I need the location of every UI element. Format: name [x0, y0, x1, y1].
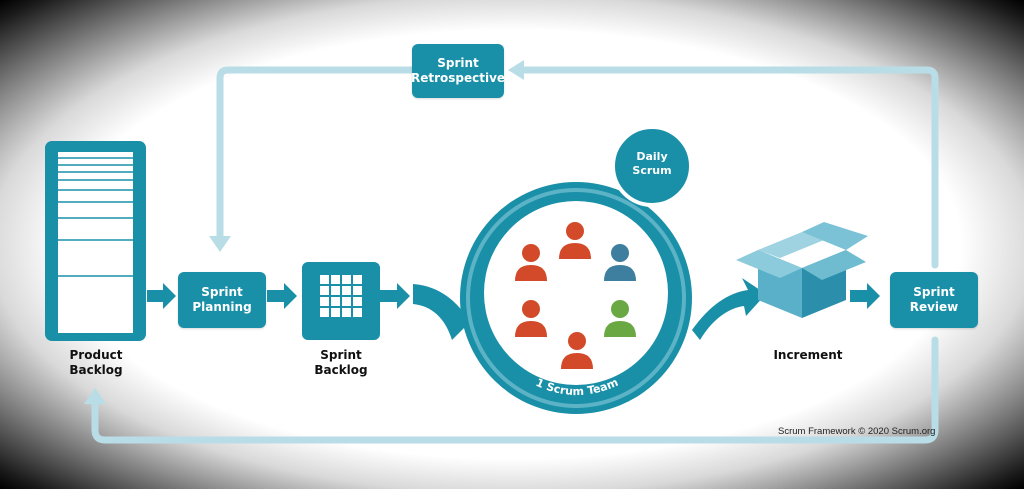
increment-label: Increment: [773, 348, 843, 362]
sprint-cycle: [460, 182, 692, 414]
copyright-credit: Scrum Framework © 2020 Scrum.org: [778, 426, 936, 437]
increment-box-icon: [736, 222, 868, 318]
arrow-to-retrospective: [508, 60, 524, 80]
person-icon: [559, 222, 591, 259]
arrow-to-product-backlog: [84, 388, 106, 404]
feedback-loop: [91, 66, 939, 444]
sprint-backlog-label: Sprint Backlog: [314, 348, 368, 377]
person-icon: [515, 300, 547, 337]
arrow-increment-to-review: [850, 283, 880, 309]
team-members: [515, 222, 636, 369]
person-icon: [561, 332, 593, 369]
product-backlog-label: Product Backlog: [69, 348, 123, 377]
arrow-sprint-backlog-to-sprint: [380, 283, 410, 309]
arrow-planning-to-sprint-backlog: [267, 283, 297, 309]
daily-scrum-label: Daily Scrum: [632, 150, 672, 177]
person-icon: [604, 244, 636, 281]
person-icon: [515, 244, 547, 281]
sprint-backlog-icon: [302, 262, 380, 340]
daily-scrum-bubble: [611, 125, 693, 207]
arrow-to-planning: [209, 236, 231, 252]
arrow-backlog-to-planning: [147, 283, 176, 309]
person-icon: [604, 300, 636, 337]
sprint-review-box[interactable]: Sprint Review: [890, 272, 978, 328]
sprint-entry-swoosh: [413, 284, 470, 340]
product-backlog-icon: [45, 141, 146, 341]
sprint-exit-swoosh: [692, 278, 766, 340]
sprint-retrospective-box[interactable]: Sprint Retrospective: [411, 44, 505, 98]
sprint-planning-box[interactable]: Sprint Planning: [178, 272, 266, 328]
flow-arrows: [147, 283, 880, 309]
